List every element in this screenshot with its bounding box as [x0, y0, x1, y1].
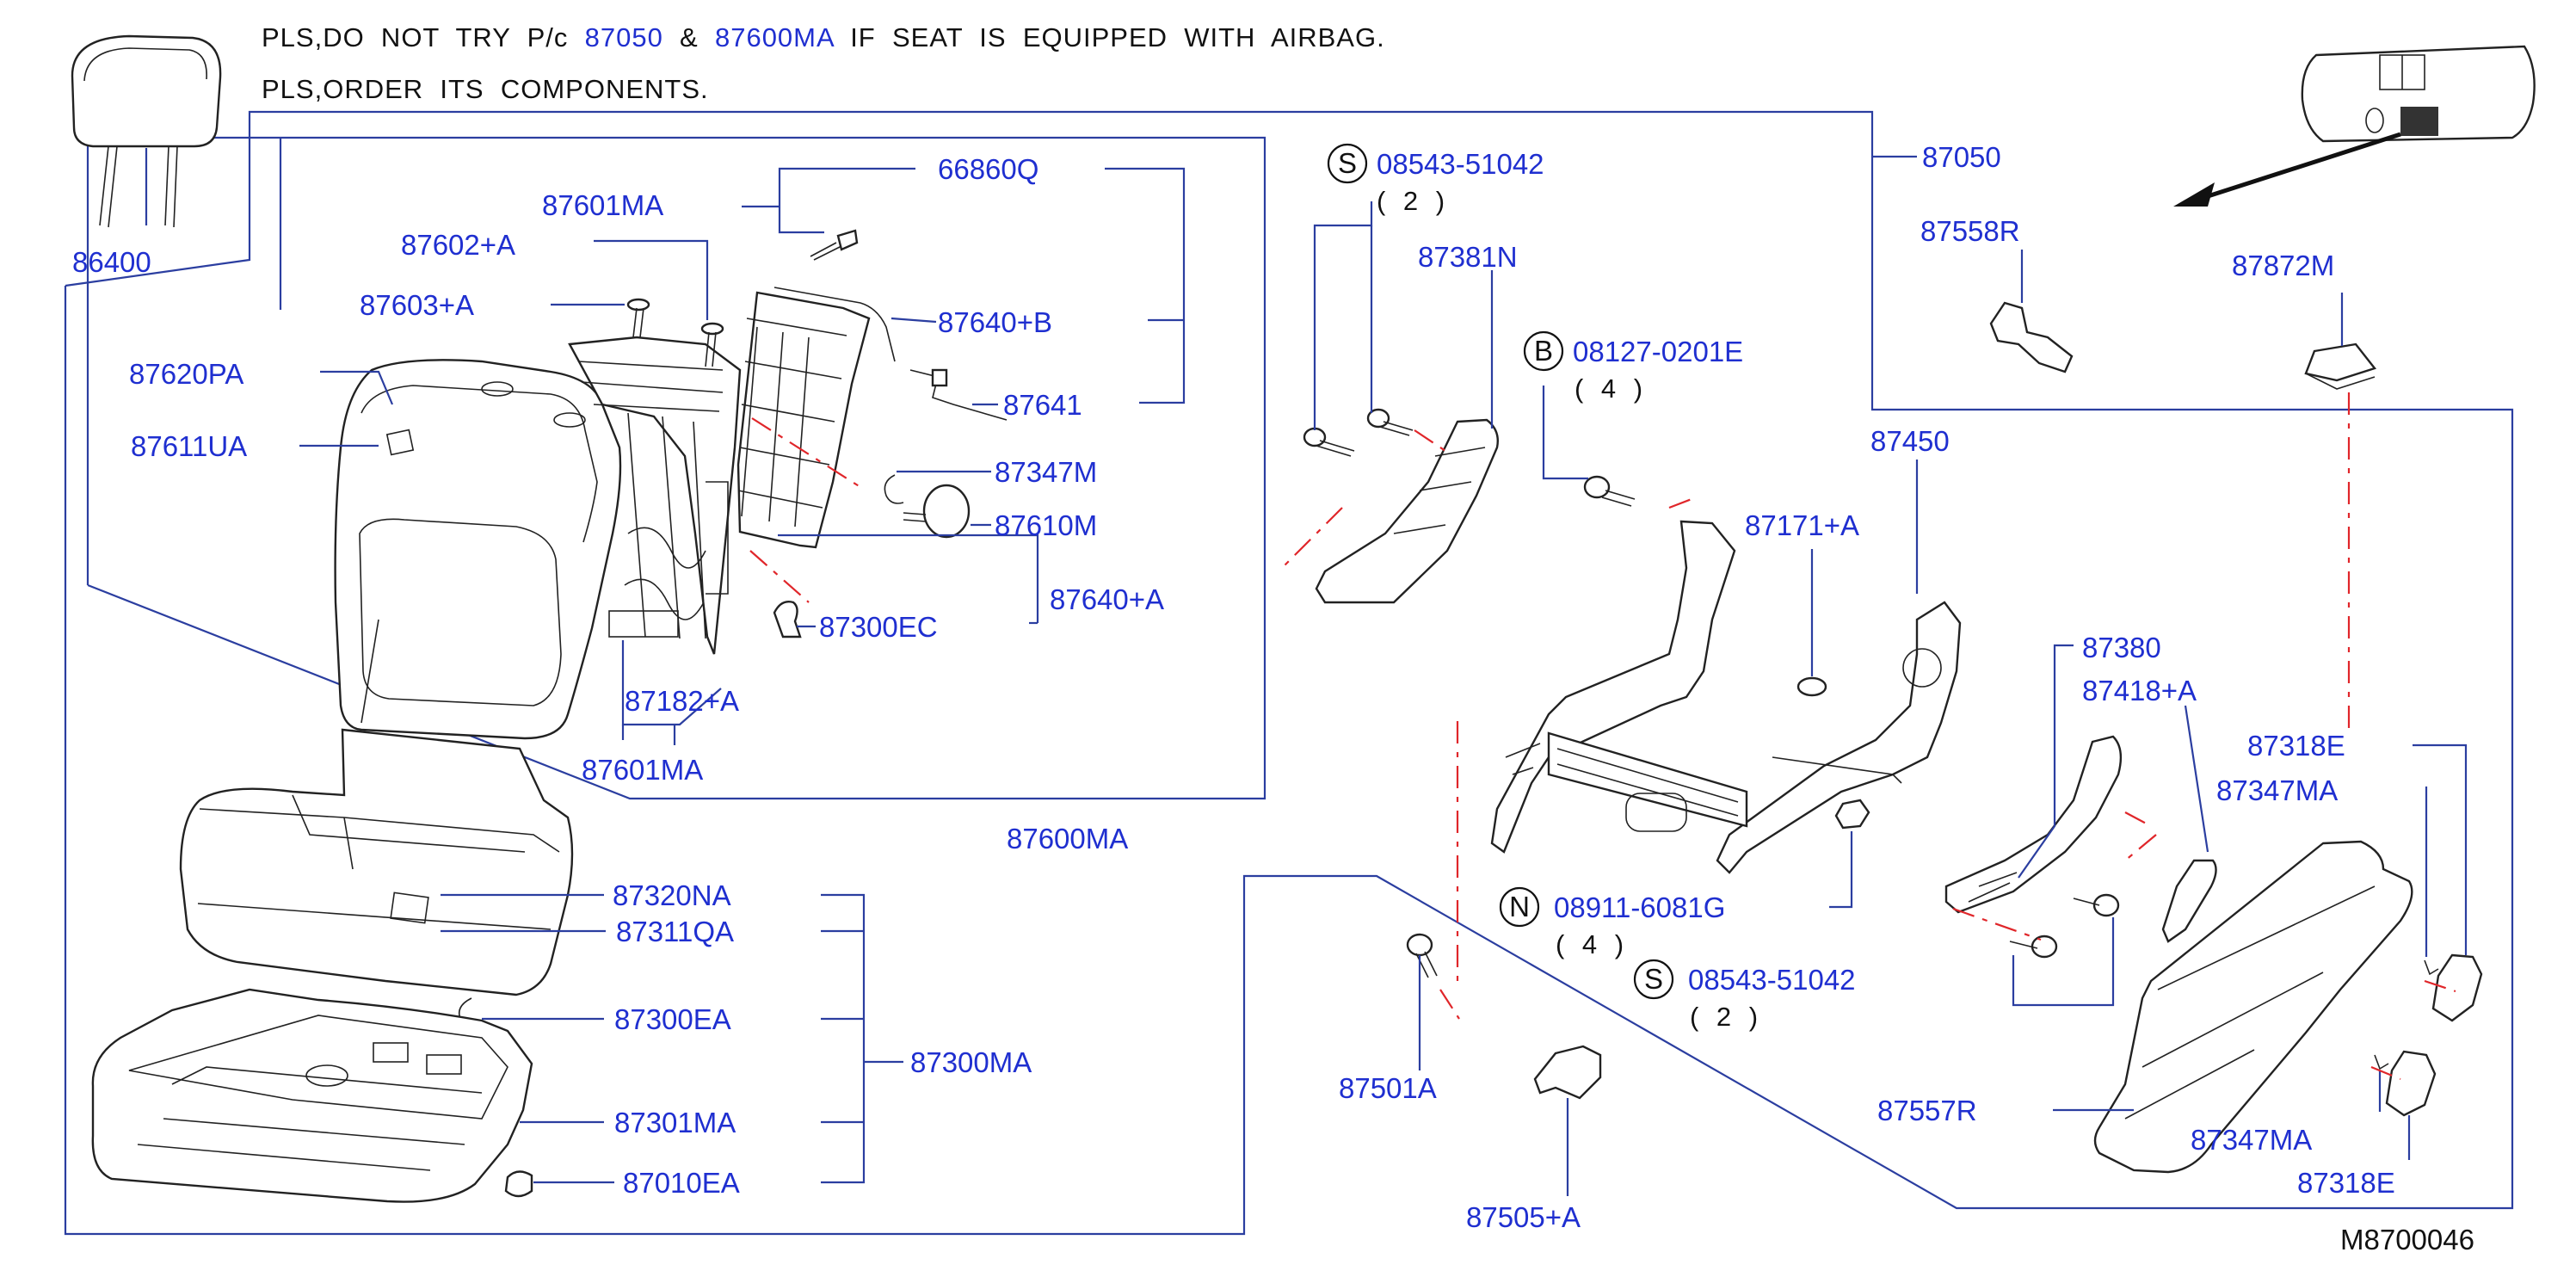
- label-87300EA[interactable]: 87300EA: [614, 1003, 731, 1035]
- label-87300MA[interactable]: 87300MA: [910, 1046, 1032, 1078]
- qty-08543-51042-b: ( 2 ): [1690, 1002, 1763, 1032]
- label-87318E-bot[interactable]: 87318E: [2297, 1167, 2395, 1199]
- pad-87872M[interactable]: [2304, 342, 2377, 390]
- label-87600MA[interactable]: 87600MA: [1007, 823, 1128, 854]
- clip-87347M[interactable]: [884, 474, 904, 504]
- label-87320NA[interactable]: 87320NA: [613, 879, 731, 911]
- note-part-87050[interactable]: 87050: [584, 22, 663, 52]
- label-87050[interactable]: 87050: [1922, 141, 2001, 173]
- bolt-08543-51042-b[interactable]: [2009, 893, 2120, 959]
- hardware-87602A[interactable]: [700, 322, 724, 367]
- vehicle-locator-inset: [2173, 45, 2536, 207]
- label-66860Q[interactable]: 66860Q: [938, 153, 1038, 185]
- label-87601MA-bot[interactable]: 87601MA: [582, 754, 703, 786]
- clip-87300EC[interactable]: [773, 601, 802, 638]
- label-87010EA[interactable]: 87010EA: [623, 1167, 740, 1199]
- label-87418A[interactable]: 87418+A: [2082, 675, 2197, 706]
- svg-text:S: S: [1644, 963, 1663, 995]
- knob-87318E-top[interactable]: [2431, 953, 2483, 1022]
- label-08543-51042-a[interactable]: 08543-51042: [1377, 148, 1544, 180]
- label-86400[interactable]: 86400: [72, 246, 151, 278]
- seat-side-cover-87557R[interactable]: [2093, 840, 2413, 1174]
- label-87610M[interactable]: 87610M: [995, 509, 1097, 541]
- prefix-symbol-b: B: [1523, 330, 1564, 372]
- clip-87347MA-top[interactable]: [2424, 959, 2439, 976]
- label-87872M[interactable]: 87872M: [2232, 250, 2334, 281]
- diagram-reference-code: M8700046: [2340, 1224, 2474, 1255]
- label-87620PA[interactable]: 87620PA: [129, 358, 243, 390]
- label-87301MA[interactable]: 87301MA: [614, 1107, 736, 1138]
- label-87611UA[interactable]: 87611UA: [131, 430, 247, 462]
- seatback-cover-illustration[interactable]: [334, 359, 622, 740]
- label-87347M[interactable]: 87347M: [995, 456, 1097, 488]
- assembly-centerlines: [749, 392, 2456, 1081]
- label-08127-0201E[interactable]: 08127-0201E: [1573, 336, 1743, 367]
- hardware-66860Q[interactable]: [810, 229, 859, 261]
- label-87603A[interactable]: 87603+A: [360, 289, 474, 321]
- svg-text:B: B: [1534, 335, 1553, 367]
- seatback-frame-illustration[interactable]: [568, 336, 742, 655]
- label-87347MA-top[interactable]: 87347MA: [2216, 774, 2338, 806]
- label-87601MA-top[interactable]: 87601MA: [542, 189, 663, 221]
- prefix-symbol-s-2: S: [1633, 959, 1674, 1000]
- label-87300EC[interactable]: 87300EC: [819, 611, 938, 643]
- part-labels: 86400 87601MA 66860Q 87602+A 87603+A 876…: [72, 141, 2474, 1255]
- adjuster-cover-87380[interactable]: [1944, 735, 2123, 914]
- label-87450[interactable]: 87450: [1870, 425, 1950, 457]
- bracket-87558R[interactable]: [1989, 301, 2074, 373]
- qty-08543-51042-a: ( 2 ): [1377, 186, 1450, 216]
- label-87505A[interactable]: 87505+A: [1466, 1201, 1581, 1233]
- prefix-symbol-n: N: [1499, 886, 1540, 928]
- handle-87418A[interactable]: [2161, 859, 2217, 943]
- label-87558R[interactable]: 87558R: [1920, 215, 2020, 247]
- label-87557R[interactable]: 87557R: [1877, 1095, 1977, 1126]
- seat-adjuster-87450[interactable]: [1490, 520, 1962, 874]
- nut-08911-6081G[interactable]: [1834, 799, 1870, 830]
- bolt-08127-0201E[interactable]: [1583, 475, 1636, 507]
- spacer-87505A[interactable]: [1533, 1045, 1602, 1100]
- hardware-87603A[interactable]: [626, 298, 650, 338]
- label-87641[interactable]: 87641: [1003, 389, 1082, 421]
- label-87318E-top[interactable]: 87318E: [2247, 730, 2345, 762]
- knob-87318E-bot[interactable]: [2385, 1050, 2437, 1117]
- seat-cushion-pad-illustration[interactable]: [91, 988, 533, 1203]
- clip-87010EA[interactable]: [504, 1170, 533, 1198]
- bolt-87501A[interactable]: [1406, 933, 1438, 978]
- svg-text:N: N: [1509, 891, 1530, 922]
- note-part-87600MA[interactable]: 87600MA: [714, 22, 834, 52]
- cap-87171A[interactable]: [1796, 676, 1827, 697]
- svg-text:S: S: [1338, 147, 1357, 179]
- label-87602A[interactable]: 87602+A: [401, 229, 515, 261]
- airbag-note-line1: PLS,DO NOT TRY P/c 87050 & 87600MA IF SE…: [262, 22, 1385, 52]
- label-87347MA-bot[interactable]: 87347MA: [2191, 1124, 2312, 1156]
- qty-08911-6081G: ( 4 ): [1556, 929, 1629, 959]
- label-87381N[interactable]: 87381N: [1418, 241, 1518, 273]
- knob-87610M[interactable]: [903, 484, 971, 539]
- prefix-symbol-s-1: S: [1327, 143, 1368, 184]
- label-87182A[interactable]: 87182+A: [625, 685, 739, 717]
- seat-cushion-cover-illustration[interactable]: [179, 728, 574, 996]
- label-08911-6081G[interactable]: 08911-6081G: [1554, 891, 1725, 923]
- bracket-87641[interactable]: [909, 368, 1008, 421]
- label-87380[interactable]: 87380: [2082, 632, 2161, 663]
- label-87171A[interactable]: 87171+A: [1745, 509, 1859, 541]
- hinge-cover-87381N[interactable]: [1315, 418, 1499, 604]
- headrest-illustration[interactable]: [71, 34, 222, 228]
- leader-lines: [299, 155, 2468, 1196]
- label-08543-51042-b[interactable]: 08543-51042: [1688, 964, 1856, 996]
- bolt-08543-51042-a[interactable]: [1303, 408, 1414, 457]
- qty-08127-0201E: ( 4 ): [1575, 373, 1648, 404]
- label-87640B[interactable]: 87640+B: [938, 306, 1052, 338]
- clip-87347MA-bot[interactable]: [2374, 1054, 2389, 1070]
- label-87640A[interactable]: 87640+A: [1050, 583, 1164, 615]
- airbag-note-line2: PLS,ORDER ITS COMPONENTS.: [262, 74, 709, 104]
- label-87311QA[interactable]: 87311QA: [616, 916, 734, 947]
- seatback-board-illustration[interactable]: [736, 287, 896, 549]
- label-87501A[interactable]: 87501A: [1339, 1072, 1437, 1104]
